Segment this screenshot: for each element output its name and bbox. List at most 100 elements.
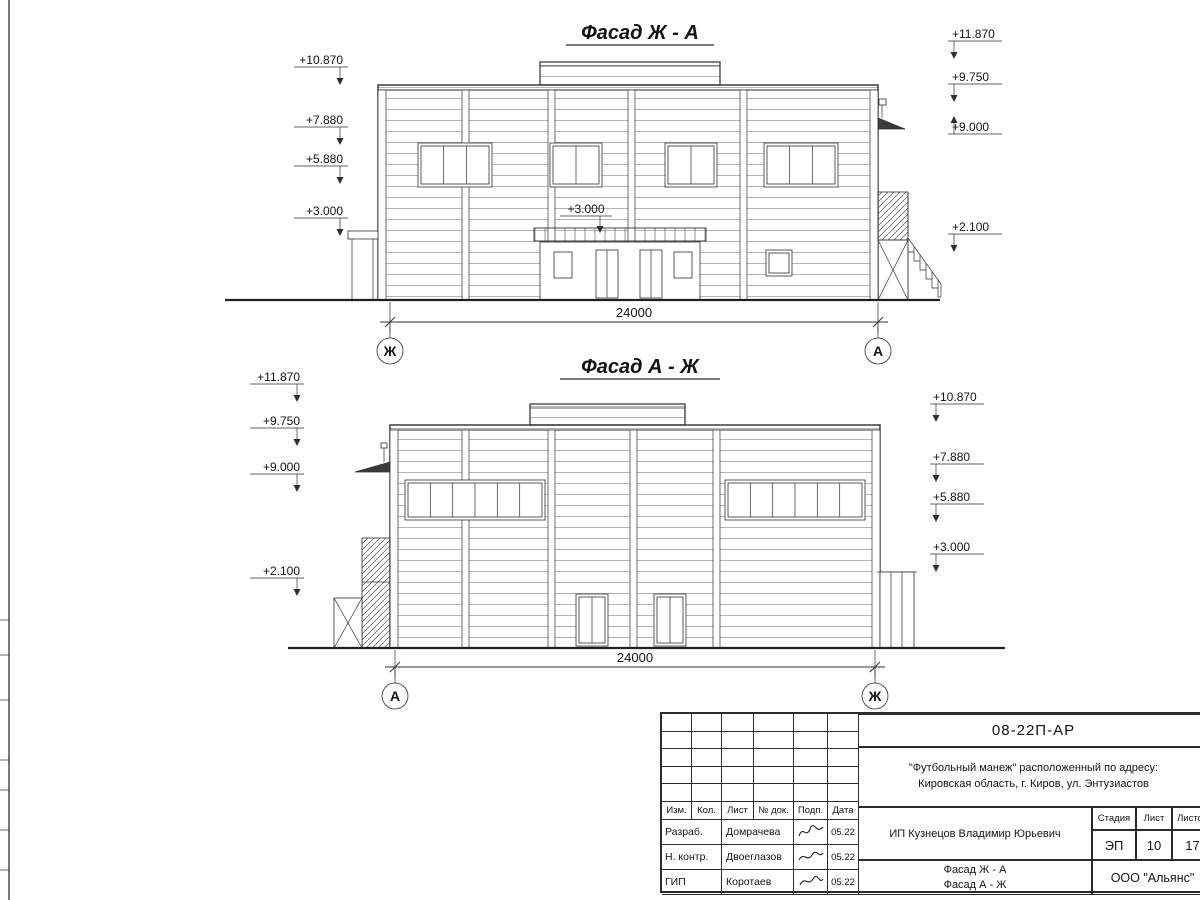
dimension-top: 24000 Ж А — [376, 302, 892, 365]
elevation-value: +9.000 — [952, 120, 989, 134]
elevation-mark-center: +3.000 — [560, 202, 612, 233]
revision-cell — [828, 784, 859, 802]
revision-cell — [754, 784, 794, 802]
elevation-mark: +11.870 — [250, 370, 304, 402]
subject-line1: Фасад Ж - А — [943, 863, 1007, 876]
right-annex — [877, 571, 917, 649]
elevation-value: +7.880 — [306, 113, 343, 127]
sheet-number: 10 — [1136, 830, 1172, 860]
col-header-data: Дата — [828, 801, 859, 820]
window-band — [404, 479, 866, 521]
facade-top-title: Фасад Ж - А — [581, 22, 699, 44]
left-stairs — [333, 537, 391, 649]
facade-bottom-title: Фасад А - Ж — [581, 356, 700, 378]
revision-cell — [662, 784, 692, 802]
elevation-mark: +3.000 — [294, 204, 348, 236]
elevation-value: +5.880 — [933, 490, 970, 504]
elevation-value: +5.880 — [306, 152, 343, 166]
elevation-mark: +5.880 — [930, 490, 984, 522]
sig-cell — [794, 870, 828, 895]
elevation-mark: +9.750 — [250, 414, 304, 446]
elevation-marks-left: +10.870 +7.880 +5.880 +3.000 — [294, 53, 348, 236]
elevation-marks-right: +10.870 +7.880 +5.880 +3.000 — [930, 390, 984, 572]
sig-name: Домрачева — [722, 820, 794, 845]
rear-doors — [575, 593, 687, 647]
revision-cell — [828, 714, 859, 732]
elevation-value: +3.000 — [567, 202, 604, 216]
total-sheets-label: Листов — [1172, 807, 1200, 830]
signature-icon — [798, 851, 823, 861]
signature-icon — [799, 875, 823, 886]
col-header-doc: № док. — [754, 801, 794, 820]
elevation-mark: +9.750 — [948, 70, 1002, 102]
sig-role: Н. контр. — [662, 845, 722, 870]
signature-icon — [797, 825, 823, 837]
sig-name: Двоеглазов — [722, 845, 794, 870]
revision-cell — [662, 714, 692, 732]
revision-cell — [722, 784, 754, 802]
stage-value: ЭП — [1092, 830, 1136, 860]
revision-cell — [754, 749, 794, 767]
elevation-mark: +7.880 — [294, 113, 348, 145]
elevation-mark: +11.870 — [948, 27, 1002, 59]
elevation-marks-left: +11.870 +9.750 +9.000 +2.100 — [250, 370, 304, 596]
elevation-mark: +2.100 — [250, 564, 304, 596]
client-name: ИП Кузнецов Владимир Юрьевич — [858, 807, 1092, 860]
revision-cell — [662, 749, 692, 767]
sheet-subject: Фасад Ж - А Фасад А - Ж — [858, 860, 1092, 895]
revision-cell — [692, 766, 722, 785]
dimension-bottom: 24000 А Ж — [381, 650, 889, 710]
facade-top: Фасад Ж - А — [225, 22, 1002, 365]
elevation-value: +9.000 — [263, 460, 300, 474]
revision-cell — [794, 784, 828, 802]
sig-name: Коротаев — [722, 870, 794, 895]
col-header-podp: Подп. — [794, 801, 828, 820]
elevation-value: +7.880 — [933, 450, 970, 464]
elevation-value: +3.000 — [306, 204, 343, 218]
elevation-value: +10.870 — [299, 53, 343, 67]
revision-cell — [828, 731, 859, 750]
elevation-value: +11.870 — [952, 27, 995, 41]
revision-cell — [662, 766, 692, 785]
revision-cell — [692, 749, 722, 767]
sheet-frame — [0, 0, 10, 900]
elevation-value: +2.100 — [952, 220, 989, 234]
entrance — [533, 227, 707, 301]
revision-cell — [692, 731, 722, 750]
left-canopy — [354, 461, 391, 473]
sig-date: 05.22 — [828, 845, 859, 870]
elevation-value: +9.750 — [952, 70, 989, 84]
col-header-kol: Кол. — [692, 801, 722, 820]
revision-cell — [828, 766, 859, 785]
elevation-value: +2.100 — [263, 564, 300, 578]
elevation-value: +10.870 — [933, 390, 977, 404]
project-line1: "Футбольный манеж" расположенный по адре… — [908, 762, 1159, 775]
facade-top-building — [225, 61, 942, 302]
dimension-value: 24000 — [617, 650, 653, 665]
sig-role: ГИП — [662, 870, 722, 895]
elevation-mark: +10.870 — [294, 53, 348, 85]
signature-table: Разраб. Домрачева 05.22 Н. контр. Двоегл… — [662, 820, 859, 895]
revision-cell — [722, 766, 754, 785]
sig-role: Разраб. — [662, 820, 722, 845]
elevation-value: +11.870 — [257, 370, 300, 384]
revision-cell — [794, 749, 828, 767]
revision-cell — [722, 714, 754, 732]
revision-cell — [828, 749, 859, 767]
axis-bubble-label: Ж — [383, 343, 397, 359]
elevation-value: +9.750 — [263, 414, 300, 428]
elevation-mark: +9.000 — [250, 460, 304, 492]
subject-line2: Фасад А - Ж — [943, 878, 1007, 891]
axis-bubble-label: А — [390, 688, 400, 704]
sheet-label: Лист — [1136, 807, 1172, 830]
elevation-mark: +3.000 — [930, 540, 984, 572]
title-block: Изм. Кол. Лист № док. Подп. Дата Разраб.… — [660, 712, 1200, 895]
sig-cell — [794, 845, 828, 870]
elevation-mark: +5.880 — [294, 152, 348, 184]
left-canopy — [347, 230, 379, 300]
revision-cell — [794, 766, 828, 785]
document-number: 08-22П-АР — [858, 714, 1200, 747]
axis-bubble-label: А — [873, 343, 883, 359]
sig-date: 05.22 — [828, 820, 859, 845]
elevation-mark: +10.870 — [930, 390, 984, 422]
